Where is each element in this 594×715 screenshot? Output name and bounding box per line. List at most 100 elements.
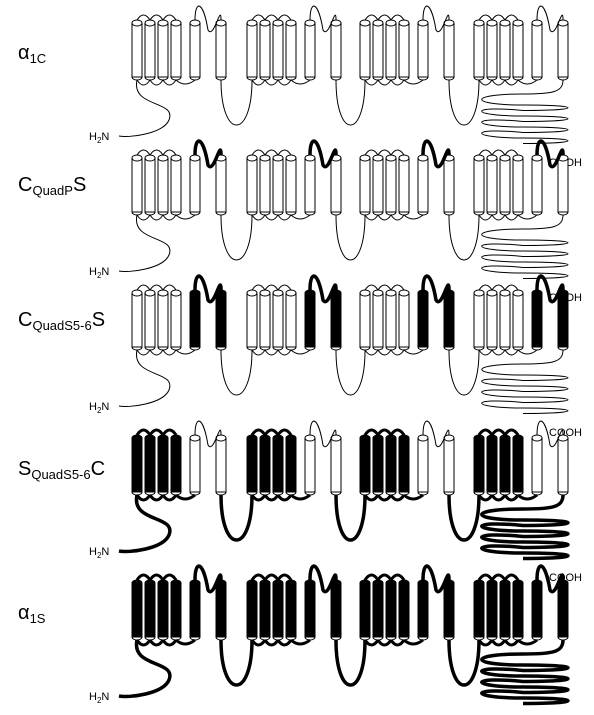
extracellular-loop — [378, 150, 391, 155]
domain-2 — [247, 6, 365, 125]
segment-s1 — [474, 290, 484, 350]
s4-s5-linker — [291, 640, 310, 644]
intracellular-loop — [163, 350, 176, 355]
intracellular-loop — [378, 80, 391, 85]
extracellular-loop — [505, 150, 518, 155]
intracellular-loop — [163, 215, 176, 220]
domain-4 — [474, 6, 568, 85]
interdomain-linker — [221, 350, 252, 395]
segment-s5 — [532, 155, 542, 215]
segment-s2 — [487, 435, 497, 495]
intracellular-loop — [265, 80, 278, 85]
intracellular-loop — [391, 350, 404, 355]
segment-s3 — [386, 155, 396, 215]
intracellular-loop — [492, 495, 505, 500]
segment-s2 — [487, 155, 497, 215]
segment-s1 — [247, 580, 257, 640]
segment-s4 — [399, 155, 409, 215]
segment-s3 — [500, 290, 510, 350]
extracellular-loop — [278, 285, 291, 290]
domain-1 — [132, 6, 252, 125]
s4-s5-linker — [404, 495, 423, 499]
segment-s3 — [386, 580, 396, 640]
segment-s5 — [418, 155, 428, 215]
interdomain-linker — [221, 495, 252, 540]
segment-s6 — [558, 155, 568, 215]
segment-s6 — [444, 20, 454, 80]
segment-s3 — [273, 20, 283, 80]
segment-s3 — [500, 20, 510, 80]
segment-s1 — [132, 580, 142, 640]
domain-1 — [132, 566, 252, 685]
segment-s4 — [513, 155, 523, 215]
interdomain-linker — [336, 215, 365, 260]
n-terminus-label: H2N — [89, 691, 109, 705]
extracellular-loop — [391, 150, 404, 155]
segment-s6 — [331, 435, 341, 495]
extracellular-loop — [252, 15, 265, 20]
segment-s6 — [216, 155, 226, 215]
interdomain-linker — [449, 640, 479, 685]
extracellular-loop — [365, 285, 378, 290]
extracellular-loop — [278, 150, 291, 155]
s4-s5-linker — [291, 495, 310, 499]
intracellular-loop — [278, 350, 291, 355]
extracellular-loop — [137, 150, 150, 155]
segment-s2 — [487, 580, 497, 640]
segment-s2 — [260, 435, 270, 495]
extracellular-loop — [365, 430, 378, 435]
extracellular-loop — [391, 575, 404, 580]
segment-s2 — [145, 20, 155, 80]
extracellular-loop — [505, 285, 518, 290]
n-terminus-label: H2N — [89, 131, 109, 145]
extracellular-loop — [492, 575, 505, 580]
segment-s4 — [286, 580, 296, 640]
s4-s5-linker — [518, 215, 537, 219]
interdomain-linker — [221, 640, 252, 685]
segment-s4 — [399, 580, 409, 640]
extracellular-loop — [479, 430, 492, 435]
extracellular-loop — [252, 285, 265, 290]
segment-s6 — [216, 20, 226, 80]
segment-s1 — [247, 20, 257, 80]
extracellular-loop — [479, 150, 492, 155]
intracellular-loop — [137, 215, 150, 220]
segment-s1 — [474, 155, 484, 215]
segment-s3 — [158, 155, 168, 215]
intracellular-loop — [505, 350, 518, 355]
segment-s4 — [286, 435, 296, 495]
intracellular-loop — [479, 80, 492, 85]
n-terminus-label: H2N — [89, 401, 109, 415]
segment-s4 — [171, 20, 181, 80]
n-terminus-tail — [119, 215, 170, 271]
extracellular-loop — [391, 285, 404, 290]
segment-s3 — [273, 290, 283, 350]
segment-s1 — [132, 155, 142, 215]
row-a1s: H2NCOOH — [89, 566, 582, 715]
intracellular-loop — [378, 350, 391, 355]
intracellular-loop — [252, 640, 265, 645]
segment-s2 — [373, 435, 383, 495]
segment-s5 — [305, 435, 315, 495]
segment-s1 — [360, 20, 370, 80]
extracellular-loop — [137, 575, 150, 580]
interdomain-linker — [449, 350, 479, 395]
intracellular-loop — [378, 640, 391, 645]
intracellular-loop — [150, 80, 163, 85]
s4-s5-linker — [404, 640, 423, 644]
extracellular-loop — [150, 15, 163, 20]
extracellular-loop — [265, 150, 278, 155]
segment-s5 — [418, 290, 428, 350]
extracellular-loop — [378, 15, 391, 20]
extracellular-loop — [252, 575, 265, 580]
segment-s1 — [360, 580, 370, 640]
segment-s1 — [360, 155, 370, 215]
segment-s4 — [399, 435, 409, 495]
intracellular-loop — [391, 215, 404, 220]
n-terminus-tail — [119, 495, 170, 551]
s4-s5-linker — [176, 215, 195, 219]
segment-s1 — [360, 290, 370, 350]
extracellular-loop — [278, 575, 291, 580]
domain-1 — [132, 421, 252, 540]
intracellular-loop — [479, 215, 492, 220]
